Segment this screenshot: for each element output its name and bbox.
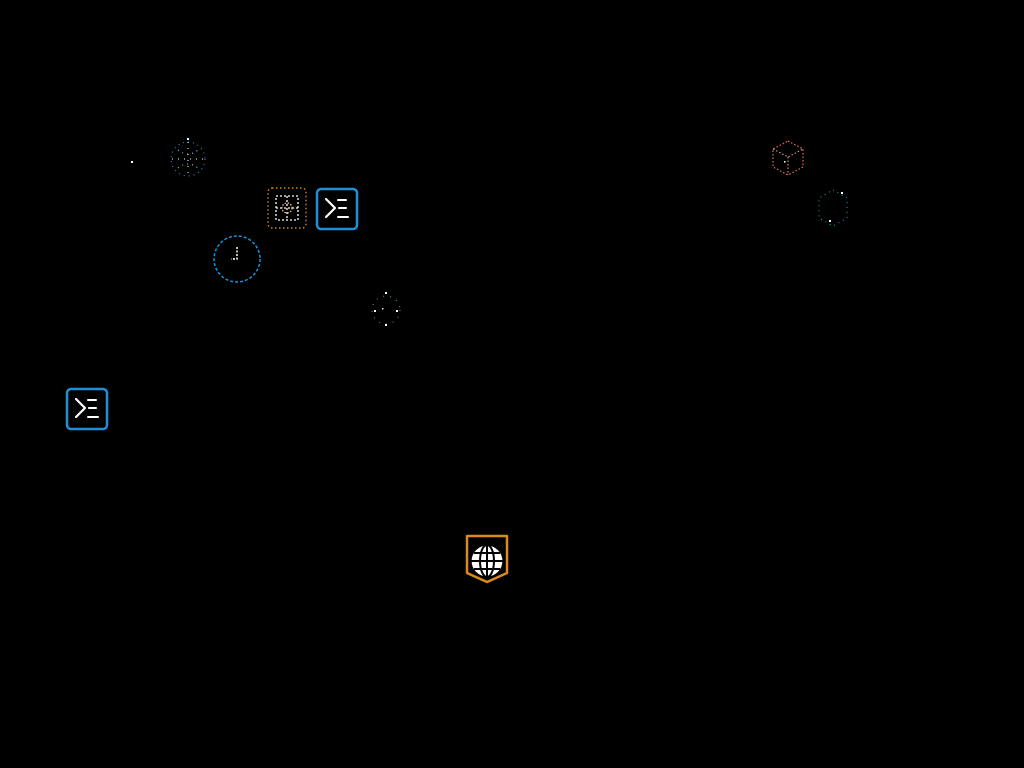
clock-icon[interactable] — [211, 233, 263, 285]
gear-grid-icon[interactable] — [264, 184, 310, 232]
sparkle-icon[interactable] — [364, 288, 408, 332]
package-icon[interactable] — [767, 137, 809, 179]
terminal-icon[interactable] — [65, 387, 109, 431]
package-icon[interactable] — [815, 186, 851, 230]
terminal-icon[interactable] — [315, 187, 359, 231]
browser-globe-icon[interactable] — [464, 533, 510, 585]
dot-icon — [129, 159, 135, 165]
globe-icon[interactable] — [166, 136, 210, 180]
